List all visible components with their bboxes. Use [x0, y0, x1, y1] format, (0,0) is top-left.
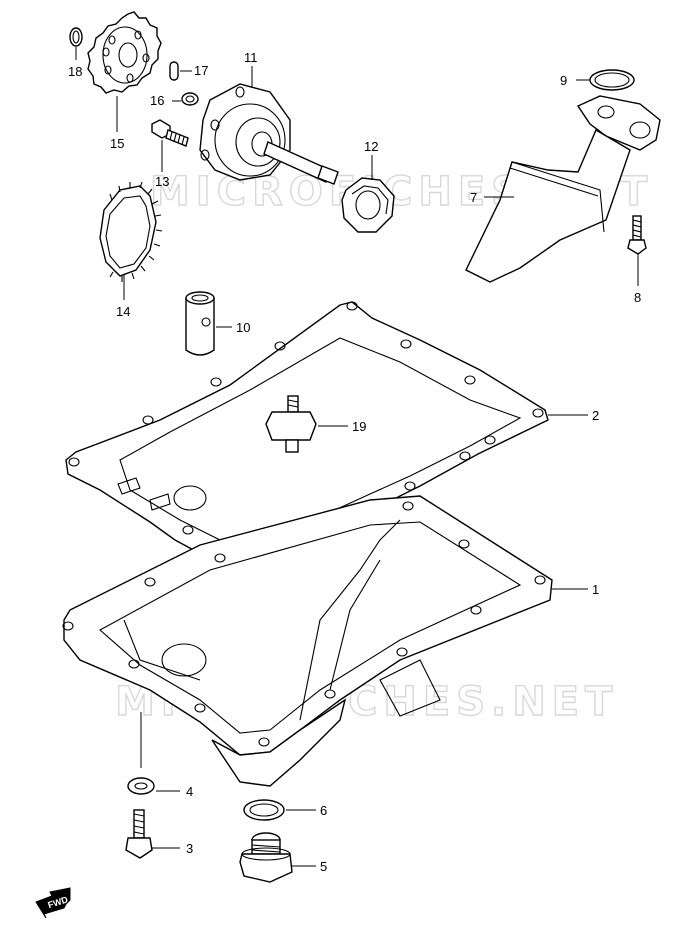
gasket-part-12[interactable]: [341, 177, 395, 233]
washer-part-6[interactable]: [243, 799, 285, 821]
callout-9: 9: [560, 73, 567, 88]
drain-plug-part-5[interactable]: [239, 832, 293, 883]
callout-10: 10: [236, 320, 250, 335]
callout-14: 14: [116, 304, 130, 319]
oil-strainer-part-7[interactable]: [465, 95, 661, 283]
o-ring-part-9[interactable]: [589, 69, 635, 91]
callout-1: 1: [592, 582, 599, 597]
pin-part-17[interactable]: [169, 61, 179, 81]
bolt-part-3[interactable]: [125, 809, 153, 859]
callout-4: 4: [186, 784, 193, 799]
callout-6: 6: [320, 803, 327, 818]
washer-part-4[interactable]: [127, 777, 155, 795]
callout-13: 13: [155, 174, 169, 189]
oil-pan-part-1[interactable]: [62, 495, 553, 787]
callout-5: 5: [320, 859, 327, 874]
callout-8: 8: [634, 290, 641, 305]
ring-gear-part-14[interactable]: [99, 181, 163, 282]
callout-19: 19: [352, 419, 366, 434]
sensor-part-19[interactable]: [265, 395, 317, 453]
bolt-part-8[interactable]: [627, 215, 647, 255]
circlip-part-18[interactable]: [69, 27, 83, 47]
callout-15: 15: [110, 136, 124, 151]
callout-2: 2: [592, 408, 599, 423]
callout-3: 3: [186, 841, 193, 856]
fwd-arrow-icon: FWD: [35, 887, 71, 919]
oil-pump-part-11[interactable]: [199, 83, 339, 185]
callout-17: 17: [194, 63, 208, 78]
callout-18: 18: [68, 64, 82, 79]
sprocket-part-15[interactable]: [87, 11, 162, 94]
callout-11: 11: [244, 50, 258, 65]
callout-7: 7: [470, 190, 477, 205]
washer-part-16[interactable]: [181, 92, 199, 106]
pipe-part-10[interactable]: [185, 291, 215, 356]
callout-12: 12: [364, 139, 378, 154]
bolt-part-13[interactable]: [151, 119, 189, 147]
callout-16: 16: [150, 93, 164, 108]
